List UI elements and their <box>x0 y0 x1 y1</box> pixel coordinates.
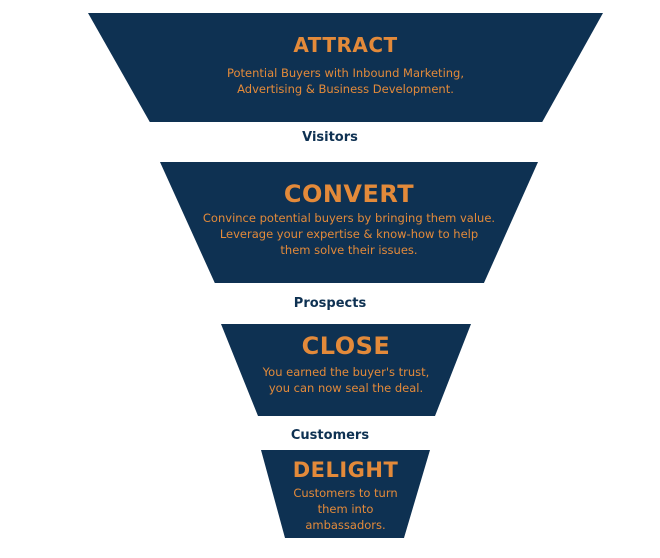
stage-description-line: them into <box>317 502 374 516</box>
stage-title: ATTRACT <box>293 33 398 57</box>
stage-description-line: Advertising & Business Development. <box>237 82 454 96</box>
trapezoid-shape <box>221 324 471 416</box>
stage-description-line: Customers to turn <box>293 486 398 500</box>
stage-title: DELIGHT <box>292 458 399 482</box>
stage-description-line: You earned the buyer's trust, <box>262 365 430 379</box>
stage-description-line: Potential Buyers with Inbound Marketing, <box>226 66 465 80</box>
trapezoid-shape <box>261 450 430 538</box>
stage-description-line: ambassadors. <box>305 518 386 532</box>
stage-description-line: Convince potential buyers by bringing th… <box>202 211 496 225</box>
funnel-stage-attract: ATTRACT Potential Buyers with Inbound Ma… <box>88 13 603 122</box>
funnel-stage-close: CLOSE You earned the buyer's trust, you … <box>221 324 471 416</box>
transition-label-prospects: Prospects <box>293 296 367 311</box>
transition-label-customers: Customers <box>290 428 370 443</box>
trapezoid-shape <box>160 162 538 283</box>
transition-label-visitors: Visitors <box>302 130 358 145</box>
stage-description-line: them solve their issues. <box>280 243 418 257</box>
stage-title: CLOSE <box>301 332 391 360</box>
funnel-stage-convert: CONVERT Convince potential buyers by bri… <box>160 162 538 283</box>
stage-description-line: you can now seal the deal. <box>268 381 424 395</box>
stage-title: CONVERT <box>283 180 415 208</box>
trapezoid-shape <box>88 13 603 122</box>
funnel-stage-delight: DELIGHT Customers to turn them into amba… <box>261 450 430 538</box>
stage-description-line: Leverage your expertise & know-how to he… <box>219 227 479 241</box>
